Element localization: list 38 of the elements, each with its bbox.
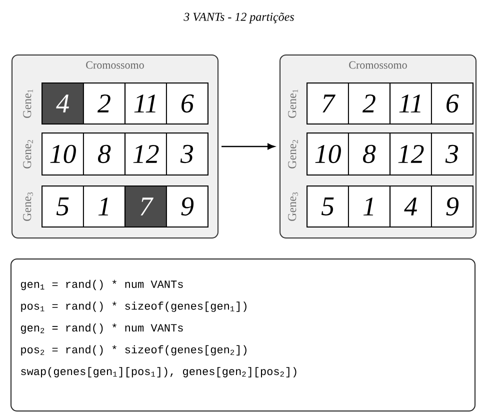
code-line: pos$_{1}$ = rand() * sizeof(genes[gen$_{1}$]) (21, 302, 246, 312)
gene-label: Gene$_{3}$ (23, 192, 33, 221)
gene-cell: 5 (306, 186, 350, 228)
gene-cell: 10 (42, 132, 84, 176)
code-line: gen$_{1}$ = rand() * num VANTs (20, 280, 183, 290)
gene-cell: 7 (124, 186, 168, 228)
arrow (222, 143, 275, 150)
gene-cell: 11 (124, 82, 168, 124)
code-line: gen$_{2}$ = rand() * num VANTs (20, 323, 183, 334)
gene-cell: 11 (390, 82, 432, 124)
gene-cell: 6 (430, 82, 474, 124)
gene-label: Gene$_{3}$ (288, 192, 298, 221)
gene-cell: 9 (166, 186, 208, 228)
gene-cell: 8 (82, 132, 126, 176)
gene-cell: 3 (430, 132, 474, 176)
gene-cell: 2 (82, 82, 126, 124)
gene-cell: 10 (306, 132, 350, 176)
code-box (10, 258, 476, 412)
code-line: pos$_{2}$ = rand() * sizeof(genes[gen$_{2}$]) (21, 345, 246, 356)
gene-cell: 2 (348, 82, 390, 124)
gene-cell: 5 (42, 186, 84, 228)
gene-cell: 3 (166, 132, 208, 176)
gene-cell: 1 (82, 186, 126, 228)
gene-label: Gene$_{1}$ (288, 90, 298, 118)
gene-cell: 7 (306, 82, 350, 124)
gene-cell: 4 (42, 82, 84, 124)
gene-cell: 8 (348, 132, 390, 176)
gene-cell: 1 (348, 186, 390, 228)
gene-cell: 4 (390, 186, 432, 228)
gene-cell: 6 (166, 82, 208, 124)
gene-cell: 12 (124, 132, 168, 176)
code-line: swap(genes[gen$_{1}$][pos$_{1}$]), genes[gen$_{2}$][pos$_{2}$]) (21, 367, 296, 378)
gene-label: Gene$_{2}$ (23, 140, 33, 168)
gene-cell: 12 (390, 132, 432, 176)
gene-label: Gene$_{1}$ (23, 90, 33, 118)
gene-cell: 9 (430, 186, 474, 228)
gene-label: Gene$_{2}$ (288, 140, 298, 168)
title: 3 VANTs - 12 partições (184, 12, 294, 24)
